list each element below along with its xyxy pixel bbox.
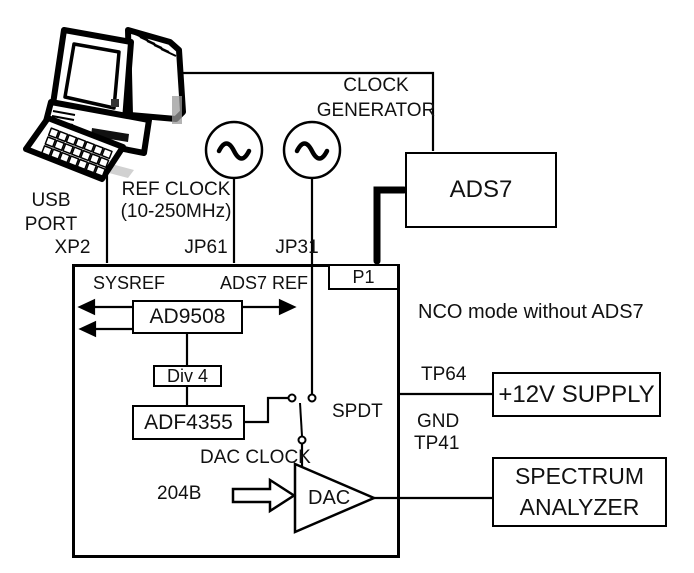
spectrum-analyzer-box: SPECTRUM ANALYZER	[492, 457, 667, 527]
spectrum-analyzer-label-line1: SPECTRUM	[514, 463, 645, 489]
ads7ref-arrowhead	[278, 298, 297, 316]
dac-clock-label: DAC CLOCK	[200, 447, 311, 468]
sysref-arrowhead-2	[78, 320, 97, 338]
wire-adf4355-switch	[243, 396, 288, 424]
spdt-common	[297, 435, 307, 445]
tp41-label: TP41	[414, 433, 460, 454]
computer-power-button	[111, 99, 119, 107]
power-supply-label: +12V SUPPLY	[498, 380, 655, 408]
p1-connector-box: P1	[328, 264, 399, 290]
clock-generator-label-line1: CLOCK	[343, 75, 409, 96]
computer-icon	[23, 27, 186, 182]
sine-icon	[294, 141, 330, 161]
ref-clock-label-line1: REF CLOCK	[121, 179, 231, 200]
computer-screen	[63, 42, 121, 110]
ads7-module-box: ADS7	[405, 152, 557, 228]
computer-floppy-slot	[91, 128, 129, 142]
computer-base-vents	[49, 110, 76, 131]
ref-clock-label-line2: (10-250MHz)	[120, 201, 232, 222]
jesd204b-label: 204B	[157, 483, 202, 504]
tp64-label: TP64	[421, 364, 467, 385]
sysref-arrowhead	[77, 298, 96, 316]
div4-label: Div 4	[166, 365, 208, 386]
computer-keyboard-keys	[41, 127, 113, 177]
ref-clock-generator-icon	[204, 120, 264, 180]
clock-generator-label-line2: GENERATOR	[316, 100, 436, 121]
spdt-label: SPDT	[332, 401, 383, 422]
nco-mode-note: NCO mode without ADS7	[418, 301, 644, 323]
adf4355-box: ADF4355	[132, 405, 245, 440]
computer-crt-vents	[132, 32, 177, 57]
spdt-lever	[299, 402, 303, 437]
spdt-throw-adf4355	[287, 393, 297, 403]
computer-crt-gray-slot	[172, 96, 182, 124]
div4-box: Div 4	[153, 365, 222, 387]
jp61-label: JP61	[184, 237, 228, 258]
power-supply-box: +12V SUPPLY	[492, 372, 661, 417]
sysref-label: SYSREF	[93, 273, 166, 293]
p1-label: P1	[352, 266, 375, 287]
spdt-throw-jp31	[307, 393, 317, 403]
xp2-label: XP2	[54, 237, 91, 258]
sine-icon	[216, 141, 252, 161]
clock-generator-label: CLOCK GENERATOR	[316, 73, 436, 123]
adf4355-label: ADF4355	[144, 410, 233, 434]
ad9508-label: AD9508	[149, 305, 226, 328]
gnd-label: GND	[417, 411, 460, 432]
ext-clock-generator-icon	[282, 120, 342, 180]
dac-triangle	[293, 462, 378, 534]
usb-port-label: USB PORT	[22, 189, 80, 237]
wire-ads7-p1-coax	[373, 186, 408, 265]
usb-port-label-line2: PORT	[24, 214, 78, 235]
ads7-label: ADS7	[449, 176, 513, 203]
jesd-block-arrow-icon	[231, 477, 297, 514]
ad9508-box: AD9508	[132, 300, 243, 334]
usb-port-label-line1: USB	[31, 190, 71, 211]
ref-clock-label: REF CLOCK (10-250MHz)	[116, 179, 236, 223]
wire-computer-clockgen	[176, 71, 435, 151]
dac-label: DAC	[308, 487, 351, 509]
jp31-label: JP31	[275, 237, 319, 258]
spectrum-analyzer-label-line2: ANALYZER	[519, 494, 640, 520]
ads7-ref-label: ADS7 REF	[220, 273, 309, 293]
eval-board-outline	[72, 264, 400, 558]
